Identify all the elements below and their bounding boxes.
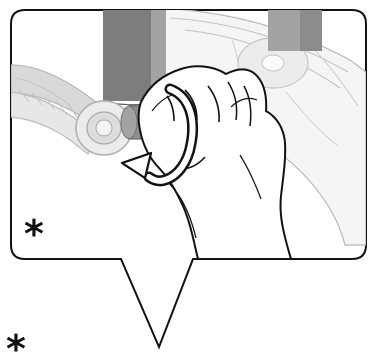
outer-marker: *	[6, 327, 26, 355]
inset-marker: *	[24, 212, 44, 256]
